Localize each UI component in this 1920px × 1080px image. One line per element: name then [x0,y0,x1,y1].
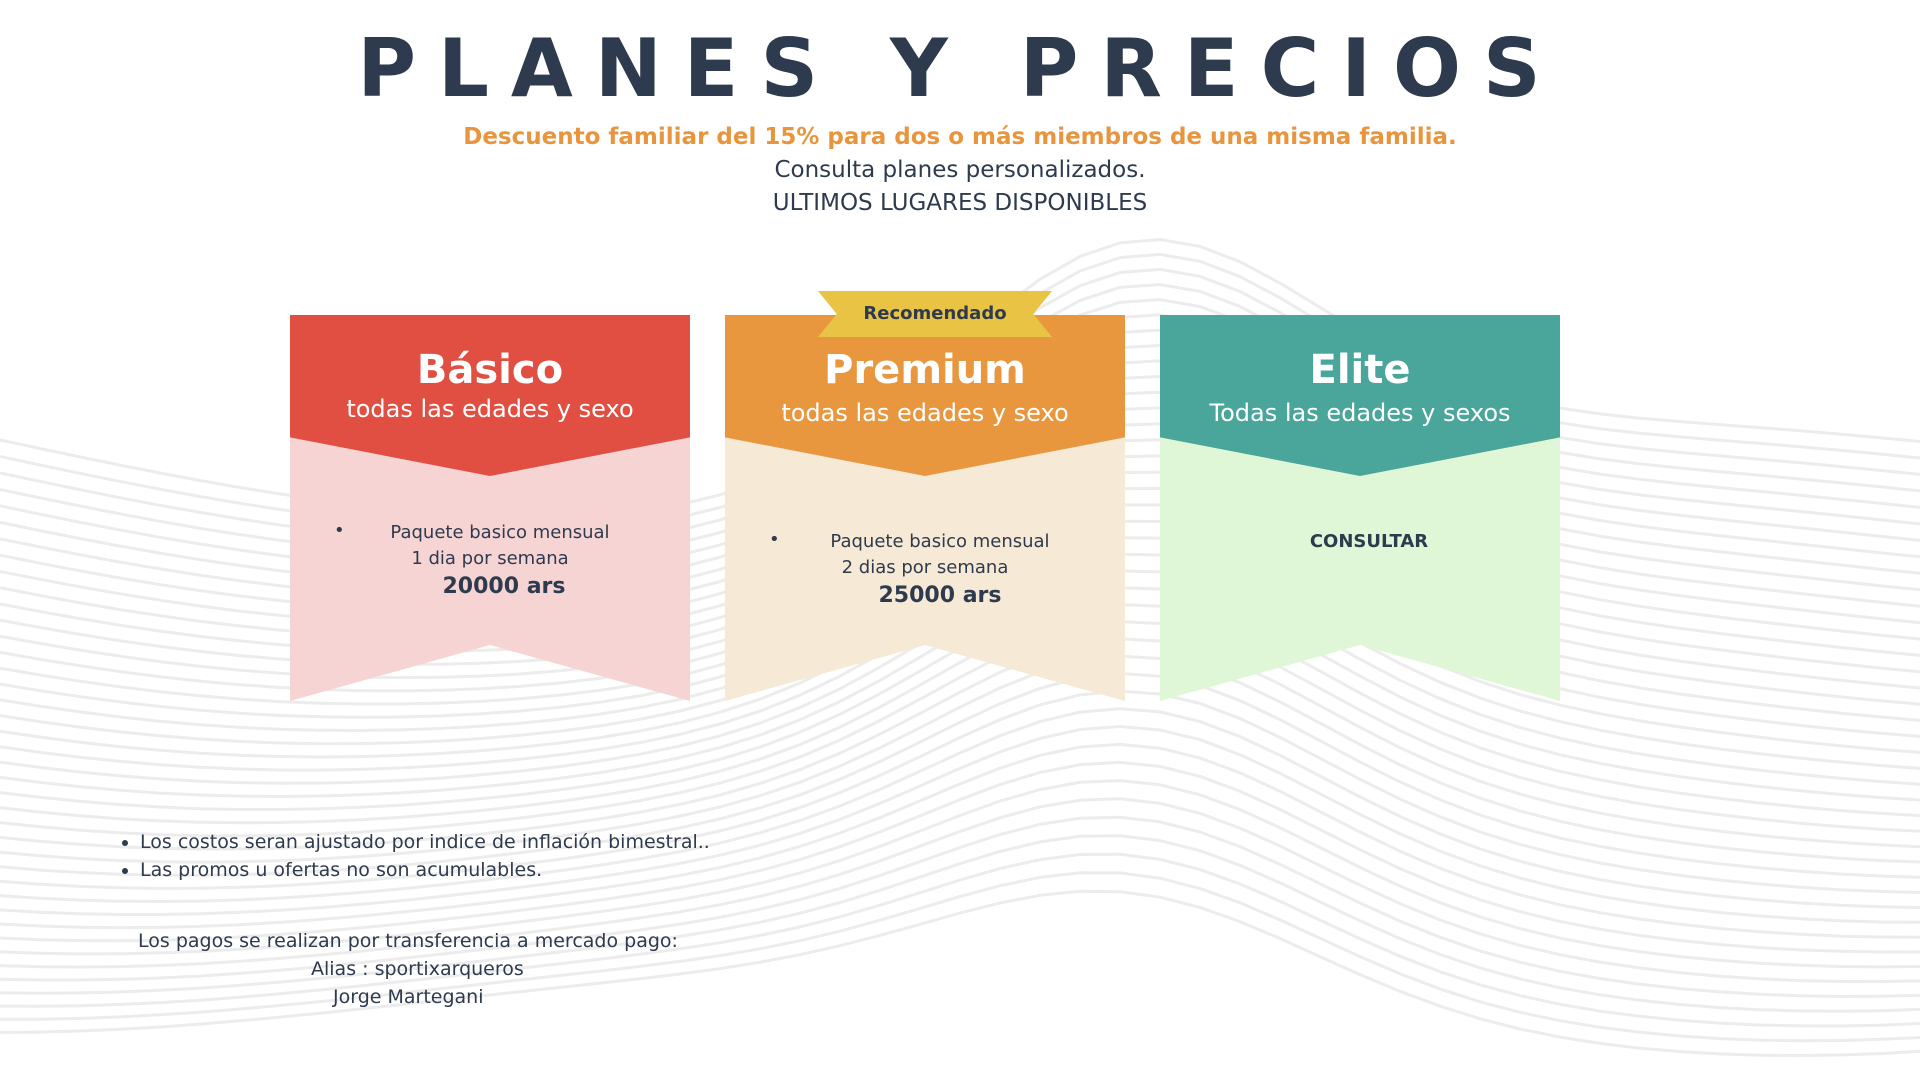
wave-line [0,815,1920,999]
consult-button[interactable]: CONSULTAR [1309,531,1429,552]
wave-line [0,834,1920,1013]
wave-line [0,760,1920,954]
wave-line [0,871,1920,1043]
plan-feature: Paquete basico mensual [390,522,610,543]
plan-name: Elite [1309,347,1411,393]
bullet-icon: • [769,529,780,550]
wave-line [0,707,1920,909]
custom-plans-text: Consulta planes personalizados. [774,157,1146,183]
wave-line [0,603,1920,825]
card-header: Elite Todas las edades y sexos [1160,315,1560,476]
plan-card-premium: Premium todas las edades y sexo • Paquet… [725,315,1125,701]
wave-line [0,671,1920,879]
wave-line [0,779,1920,969]
wave-line [0,724,1920,924]
availability-text: ULTIMOS LUGARES DISPONIBLES [772,190,1148,216]
plan-subtitle: Todas las edades y sexos [1209,399,1511,427]
plan-price: 20000 ars [442,574,566,599]
note-item: Las promos u ofertas no son acumulables. [140,856,710,884]
plan-subtitle: todas las edades y sexo [346,395,634,423]
plan-subtitle: todas las edades y sexo [781,399,1069,427]
plan-days: 2 dias por semana [841,557,1009,578]
wave-line [0,797,1920,984]
note-item: Los costos seran ajustado por indice de … [140,828,710,856]
plan-card-basico: Básico todas las edades y sexo • Paquete… [290,315,690,701]
card-header: Premium todas las edades y sexo [725,315,1125,476]
wave-line [0,852,1920,1028]
card-header: Básico todas las edades y sexo [290,315,690,476]
discount-text: Descuento familiar del 15% para dos o má… [463,124,1457,150]
payment-name: Jorge Martegani [333,986,484,1008]
plan-card-elite: Elite Todas las edades y sexos CONSULTAR [1160,315,1560,701]
bullet-icon: • [334,520,345,541]
wave-line [0,689,1920,894]
payment-text: Los pagos se realizan por transferencia … [138,930,678,952]
payment-alias: Alias : sportixarqueros [311,958,524,980]
wave-line [0,637,1920,851]
plan-name: Básico [416,347,564,393]
plan-name: Premium [824,347,1026,393]
notes-list: Los costos seran ajustado por indice de … [140,828,710,884]
wave-line [0,654,1920,864]
plan-days: 1 dia por semana [411,548,569,569]
page-title: PLANES Y PRECIOS [357,22,1563,115]
recommended-badge: Recomendado [818,291,1052,337]
wave-line [0,620,1920,838]
wave-line [0,742,1920,939]
plan-price: 25000 ars [878,583,1002,608]
wave-line [0,889,1920,1058]
plan-feature: Paquete basico mensual [830,531,1050,552]
